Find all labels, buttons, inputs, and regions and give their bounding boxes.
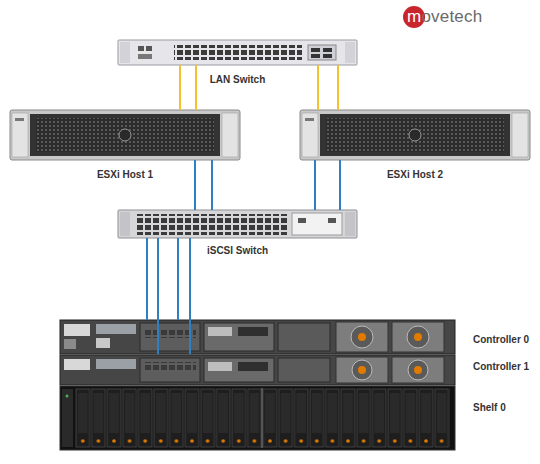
lan-switch: LAN Switch [118,40,357,65]
server-art [10,110,240,160]
network-cable [179,65,181,110]
device-label: ESXi Host 2 [300,169,530,181]
lan-switch-art [118,40,357,65]
network-cable [195,65,197,110]
disk-shelf-art [60,386,455,450]
network-cable [317,65,319,110]
network-cable [177,238,179,320]
server-host: ESXi Host 2 [300,110,530,160]
device-label: ESXi Host 1 [10,169,240,181]
logo-text: movetech [407,7,482,27]
device-label: iSCSI Switch [118,245,357,257]
network-cable [337,65,339,110]
device-label: Shelf 0 [473,402,506,414]
server-art [300,110,530,160]
network-cable [339,160,341,210]
device-label: LAN Switch [118,74,357,86]
network-cable [211,160,213,210]
storage-controller: Controller 0 [60,320,455,354]
device-label: Controller 0 [473,334,529,346]
network-cable [146,238,148,320]
iscsi-switch: iSCSI Switch [118,210,357,238]
disk-shelf: Shelf 0 [60,386,455,450]
network-cable [189,238,191,354]
controller-art [60,355,455,385]
network-cable [314,160,316,210]
device-label: Controller 1 [473,361,529,373]
storage-controller: Controller 1 [60,354,455,385]
network-cable [157,238,159,354]
network-cable [194,160,196,210]
controller-art [60,320,455,354]
server-host: ESXi Host 1 [10,110,240,160]
iscsi-switch-art [118,210,357,238]
